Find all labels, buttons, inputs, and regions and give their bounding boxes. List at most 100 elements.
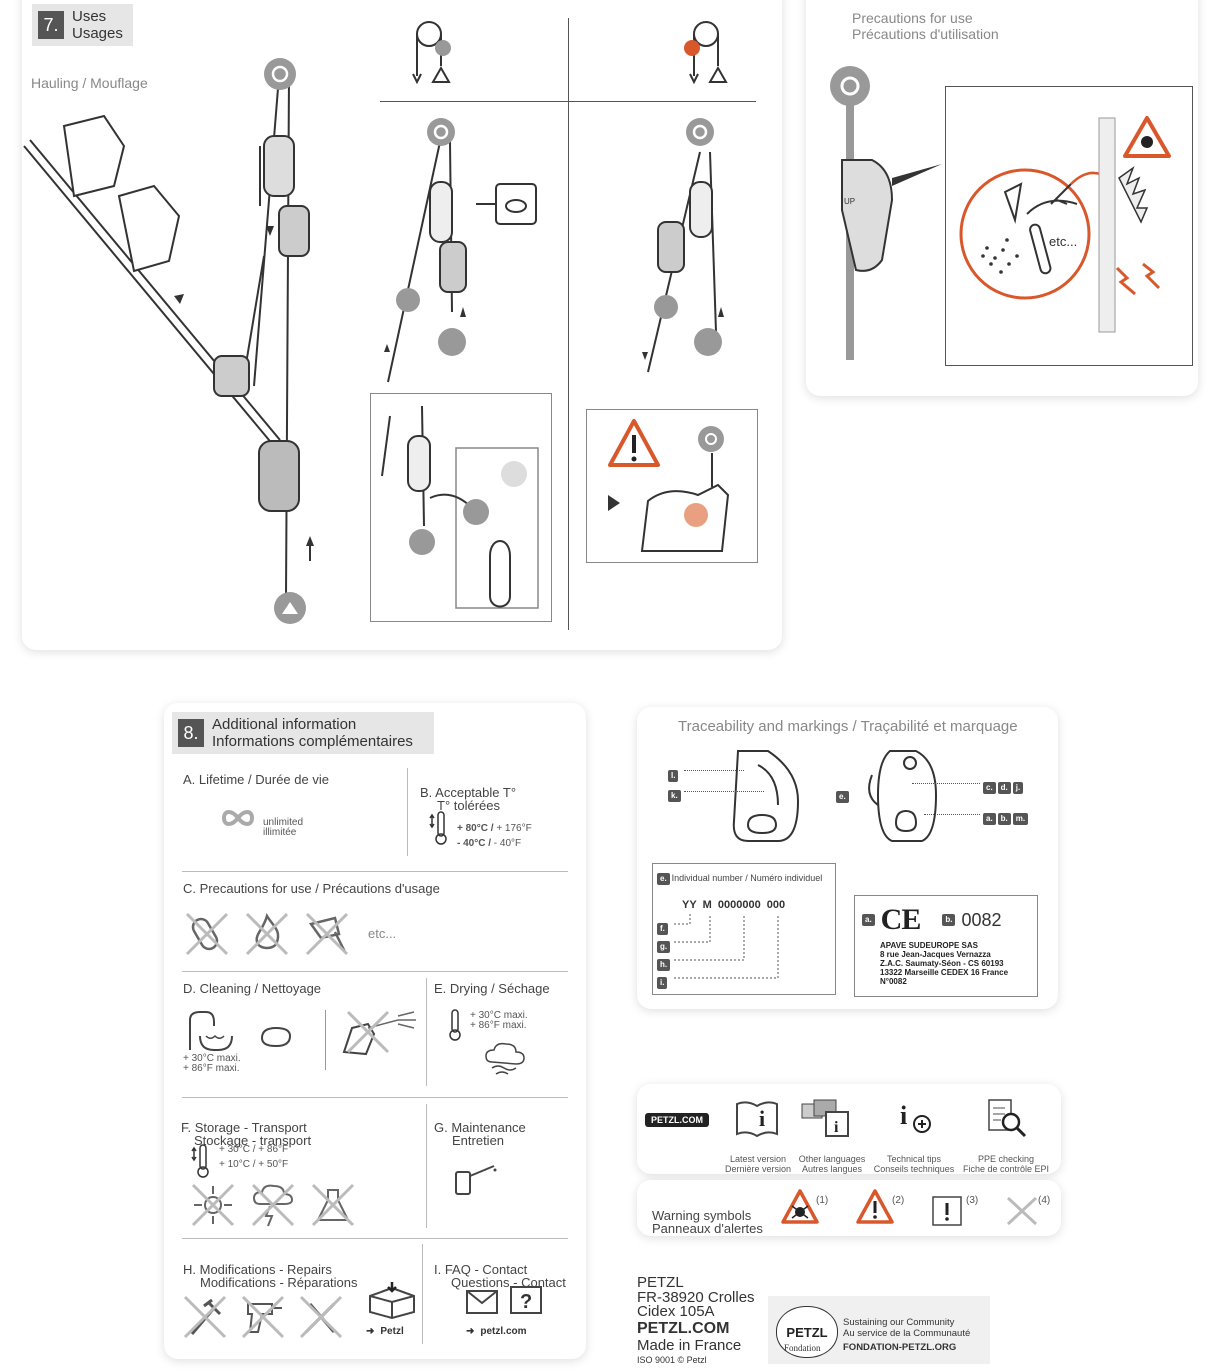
crossed-storm-icon (251, 1183, 295, 1227)
info-title-fr: Informations complémentaires (212, 733, 413, 750)
hauling-illustration (23, 58, 314, 624)
storage-temp-low: + 10°C / + 50°F (219, 1159, 289, 1170)
info-title-en: Additional information (212, 716, 357, 733)
death-warning-icon (781, 1189, 819, 1224)
traceability-title: Traceability and markings / Traçabilité … (678, 718, 1018, 735)
crossed-pressure-washer-icon (342, 1010, 416, 1056)
tag-l: l. (668, 765, 680, 783)
divider (325, 1010, 326, 1070)
temperature-label: B. Acceptable T°T° tolérées (420, 785, 517, 813)
fondation-logo-sub: Fondation (784, 1343, 821, 1353)
petzl-return-link[interactable]: ➜ Petzl (366, 1326, 404, 1337)
temperature-hot: + 80°C / + 176°F (457, 823, 532, 834)
petzl-website-link[interactable]: ➜ petzl.com (466, 1326, 527, 1337)
address-line: PETZL (637, 1274, 684, 1291)
divider (426, 1104, 427, 1228)
device-front-view-illustration (868, 750, 938, 842)
contaminants-illustration: etc... (959, 116, 1171, 333)
notified-body-number: 0082 (961, 909, 1002, 930)
ce-mark-row: a. CE b. 0082 (862, 903, 1002, 937)
svg-text:i: i (900, 1101, 907, 1130)
tags-cdj: c.d.j. (983, 777, 1025, 795)
pulley-diagram-orange (684, 21, 728, 85)
individual-number-label: e.Individual number / Numéro individuel (657, 873, 822, 885)
divider (426, 978, 427, 1086)
fondation-logo: PETZL (776, 1306, 838, 1358)
book-info-icon: i (736, 1101, 778, 1138)
precautions-title-fr: Précautions d'utilisation (852, 26, 999, 42)
warning-detail-illustration (608, 419, 730, 552)
ce-mark: CE (880, 903, 922, 936)
ppe-checking-icon (988, 1099, 1027, 1138)
petzl-address: PETZL FR-38920 Crolles Cidex 105A PETZL.… (637, 1274, 755, 1364)
etc-label: etc... (1049, 234, 1077, 249)
languages-icon: i (801, 1099, 849, 1137)
fondation-website[interactable]: FONDATION-PETZL.ORG (843, 1342, 957, 1353)
warning-note-4: (4) (1038, 1195, 1051, 1206)
device-on-rope-illustration: UP (830, 66, 942, 360)
crossed-chemical-icon (311, 1183, 355, 1227)
divider (407, 768, 408, 856)
uses-section-header: 7. Uses Usages (32, 4, 133, 46)
crossed-sun-icon (191, 1183, 235, 1227)
caution-icon (932, 1196, 962, 1226)
storage-temp-high: + 30°C / + 86°F (219, 1144, 289, 1155)
address-website: PETZL.COM (637, 1319, 730, 1337)
infinity-icon (221, 810, 255, 826)
crossed-cutting-icon (305, 912, 349, 956)
anchor-icon (264, 58, 296, 90)
thermometer-icon (449, 1009, 461, 1041)
petzl-com-badge[interactable]: PETZL.COM (645, 1113, 709, 1127)
leader-line (912, 783, 980, 785)
divider (422, 1244, 423, 1344)
section-number: 8. (178, 719, 204, 747)
hauling-label: Hauling / Mouflage (31, 75, 148, 91)
divider (568, 18, 569, 630)
technical-tips-icon: i (900, 1101, 931, 1133)
mail-icon (466, 1290, 498, 1314)
cleaning-temp: + 30°C maxi. + 86°F maxi. (183, 1053, 241, 1074)
question-icon: ? (510, 1286, 542, 1314)
cleaning-label: D. Cleaning / Nettoyage (183, 981, 322, 996)
crossed-fire-icon (245, 912, 289, 956)
clip-detail-illustration (381, 405, 539, 609)
precautions-title: Precautions for use Précautions d'utilis… (852, 10, 999, 42)
drying-label: E. Drying / Séchage (434, 981, 550, 996)
svg-text:i: i (834, 1119, 839, 1136)
oil-can-icon (455, 1165, 497, 1195)
divider (182, 1097, 568, 1098)
warning-note-2: (2) (892, 1195, 905, 1206)
crossed-drill-icon (241, 1295, 285, 1339)
uses-title-en: Uses (72, 8, 107, 25)
thermometer-icon (191, 1144, 209, 1178)
precautions-etc: etc... (368, 926, 397, 941)
leader-line (684, 791, 764, 793)
up-label: UP (844, 197, 855, 206)
tag-e: e. (836, 786, 851, 804)
arrow-right-icon: ➜ (366, 1326, 375, 1337)
arrow-right-icon: ➜ (466, 1326, 475, 1337)
faucet-icon (189, 1011, 233, 1051)
warning-note-3: (3) (966, 1195, 979, 1206)
return-box-icon (369, 1282, 415, 1320)
drying-temp: + 30°C maxi. + 86°F maxi. (470, 1010, 528, 1031)
individual-number-code: YY M 0000000 000 (682, 899, 786, 911)
individual-number-leaders (674, 914, 779, 979)
danger-warning-icon (856, 1189, 894, 1224)
air-dry-cloud-icon (485, 1042, 525, 1075)
crossed-carabiner-icon (185, 912, 229, 956)
temperature-cold: - 40°C / - 40°F (457, 838, 522, 849)
divider (182, 1238, 568, 1239)
ce-box (854, 895, 1038, 997)
tag-f: f. (657, 918, 670, 936)
section-number: 7. (38, 11, 64, 39)
address-line: Cidex 105A (637, 1303, 715, 1320)
load-icon (274, 592, 306, 624)
